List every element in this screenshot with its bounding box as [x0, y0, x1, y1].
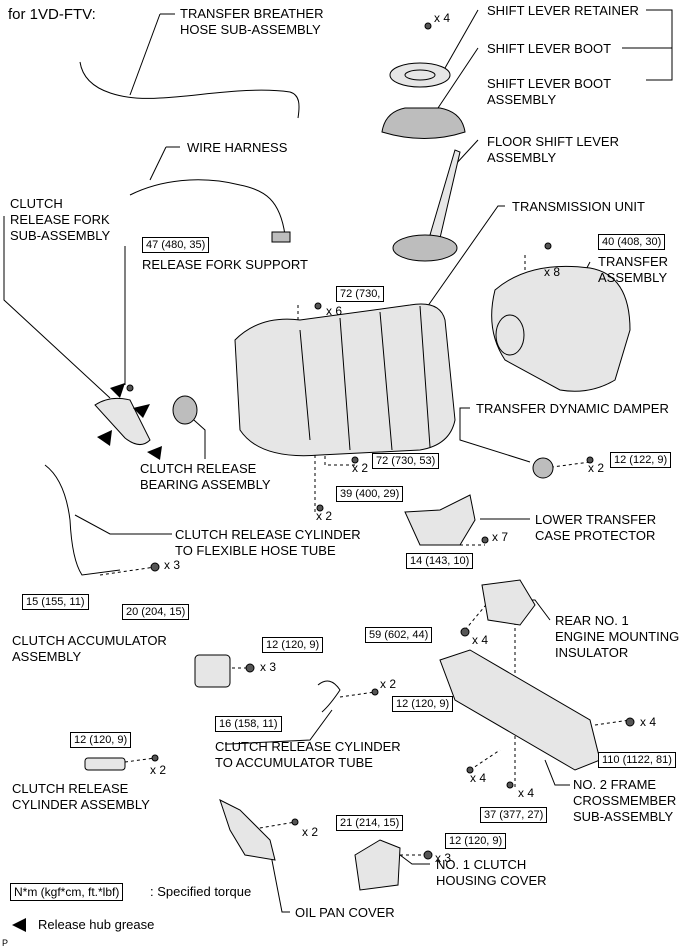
label-clutch-release-bearing: CLUTCH RELEASE BEARING ASSEMBLY — [140, 461, 271, 492]
qty-accumulator-bolts: x 3 — [260, 660, 277, 674]
label-clutch-release-cylinder-hose-tube: CLUTCH RELEASE CYLINDER TO FLEXIBLE HOSE… — [175, 527, 361, 558]
qty-oil-pan-cover-bolts: x 2 — [302, 825, 319, 839]
label-transfer-assembly: TRANSFER ASSEMBLY — [598, 254, 669, 285]
torque-dynamic-damper: 12 (122, 9) — [610, 452, 672, 468]
torque-transmission-upper: 72 (730, — [336, 286, 385, 302]
label-release-fork-support: RELEASE FORK SUPPORT — [142, 257, 308, 272]
qty-damper-bolts: x 2 — [588, 461, 605, 475]
wire-harness — [129, 179, 286, 236]
torque-release-cylinder: 12 (120, 9) — [70, 732, 132, 748]
bolts — [126, 22, 635, 860]
torque-hose-tube: 15 (155, 11) — [22, 594, 89, 610]
footer-mark: P — [2, 938, 9, 948]
qty-protector-lower-bolts: x 7 — [492, 530, 509, 544]
qty-rear-mounting-bolts: x 4 — [472, 633, 489, 647]
qty-crossmember-left-bolts: x 4 — [470, 771, 487, 785]
torque-transmission-lower: 72 (730, 53) — [372, 453, 440, 469]
clutch-accumulator — [194, 654, 231, 688]
qty-transmission-lower-bolts: x 2 — [352, 461, 369, 475]
qty-crossmember-center-bolts: x 4 — [518, 786, 535, 800]
shift-lever-retainer — [389, 62, 451, 88]
shift-lever-boot — [381, 107, 466, 139]
label-wire-harness: WIRE HARNESS — [187, 140, 288, 155]
breather-hose — [79, 61, 300, 119]
torque-crossmember-right: 110 (1122, 81) — [598, 752, 676, 768]
label-clutch-release-cylinder: CLUTCH RELEASE CYLINDER ASSEMBLY — [12, 781, 150, 812]
torque-hose-tube-bolt: 20 (204, 15) — [122, 604, 190, 620]
torque-oil-pan-cover: 21 (214, 15) — [336, 815, 404, 831]
release-hub-grease-arrows — [12, 383, 162, 932]
no1-clutch-housing-cover — [354, 839, 401, 891]
label-clutch-release-cylinder-accumulator-tube: CLUTCH RELEASE CYLINDER TO ACCUMULATOR T… — [215, 739, 401, 770]
oil-pan-cover — [219, 799, 276, 861]
qty-retainer-bolts: x 4 — [434, 11, 451, 25]
label-rear-no1-engine-mounting: REAR NO. 1 ENGINE MOUNTING INSULATOR — [555, 613, 680, 660]
torque-accumulator-tube-union: 16 (158, 11) — [215, 716, 282, 732]
label-transmission-unit: TRANSMISSION UNIT — [512, 199, 645, 214]
label-lower-transfer-case-protector: LOWER TRANSFER CASE PROTECTOR — [535, 512, 657, 543]
torque-clutch-housing-cover: 12 (120, 9) — [445, 833, 507, 849]
transfer-dynamic-damper — [532, 457, 554, 479]
accumulator-tube — [317, 680, 341, 713]
hose-tube — [44, 464, 121, 576]
label-shift-lever-boot: SHIFT LEVER BOOT — [487, 41, 612, 56]
lower-transfer-case-protector — [404, 494, 476, 546]
torque-release-fork-support: 47 (480, 35) — [142, 237, 210, 253]
torque-protector-upper: 39 (400, 29) — [336, 486, 404, 502]
clutch-release-fork — [94, 397, 151, 445]
torque-protector-lower: 14 (143, 10) — [406, 553, 474, 569]
qty-hose-tube-bolts: x 3 — [164, 558, 181, 572]
legend-grease-text: Release hub grease — [38, 917, 155, 932]
diagram-title: for 1VD-FTV: — [8, 6, 96, 23]
torque-rear-mounting: 59 (602, 44) — [365, 627, 433, 643]
label-transfer-dynamic-damper: TRANSFER DYNAMIC DAMPER — [476, 401, 669, 416]
floor-shift-lever — [429, 149, 461, 239]
label-clutch-accumulator: CLUTCH ACCUMULATOR ASSEMBLY — [12, 633, 167, 664]
label-oil-pan-cover: OIL PAN COVER — [295, 905, 395, 920]
release-bearing — [172, 395, 198, 425]
label-shift-lever-retainer: SHIFT LEVER RETAINER — [487, 3, 639, 18]
qty-release-cylinder-bolts: x 2 — [150, 763, 167, 777]
torque-crossmember-center: 37 (377, 27) — [480, 807, 548, 823]
qty-crossmember-right-bolts: x 4 — [640, 715, 657, 729]
rear-mounting-insulator — [481, 579, 536, 626]
qty-accumulator-tube-bolts: x 2 — [380, 677, 397, 691]
clutch-release-cylinder — [84, 757, 126, 771]
label-floor-shift-lever: FLOOR SHIFT LEVER ASSEMBLY — [487, 134, 619, 165]
qty-clutch-housing-cover-bolts: x 3 — [435, 851, 452, 865]
torque-accumulator: 12 (120, 9) — [262, 637, 324, 653]
label-shift-lever-boot-assembly: SHIFT LEVER BOOT ASSEMBLY — [487, 76, 612, 107]
label-no2-frame-crossmember: NO. 2 FRAME CROSSMEMBER SUB-ASSEMBLY — [573, 777, 677, 824]
torque-accumulator-tube-bolt: 12 (120, 9) — [392, 696, 454, 712]
qty-transmission-upper-bolts: x 6 — [326, 304, 343, 318]
torque-transfer-assembly: 40 (408, 30) — [598, 234, 666, 250]
legend-torque-box: N*m (kgf*cm, ft.*lbf) — [10, 883, 124, 901]
label-transfer-breather-hose: TRANSFER BREATHER HOSE SUB-ASSEMBLY — [180, 6, 324, 37]
label-clutch-release-fork: CLUTCH RELEASE FORK SUB-ASSEMBLY — [10, 196, 111, 243]
qty-transfer-bolts: x 8 — [544, 265, 561, 279]
no2-frame-crossmember — [439, 649, 601, 771]
transfer-assembly — [491, 265, 631, 392]
label-no1-clutch-housing-cover: NO. 1 CLUTCH HOUSING COVER — [436, 857, 547, 888]
legend-torque-text: : Specified torque — [150, 884, 252, 899]
qty-protector-upper-bolts: x 2 — [316, 509, 333, 523]
